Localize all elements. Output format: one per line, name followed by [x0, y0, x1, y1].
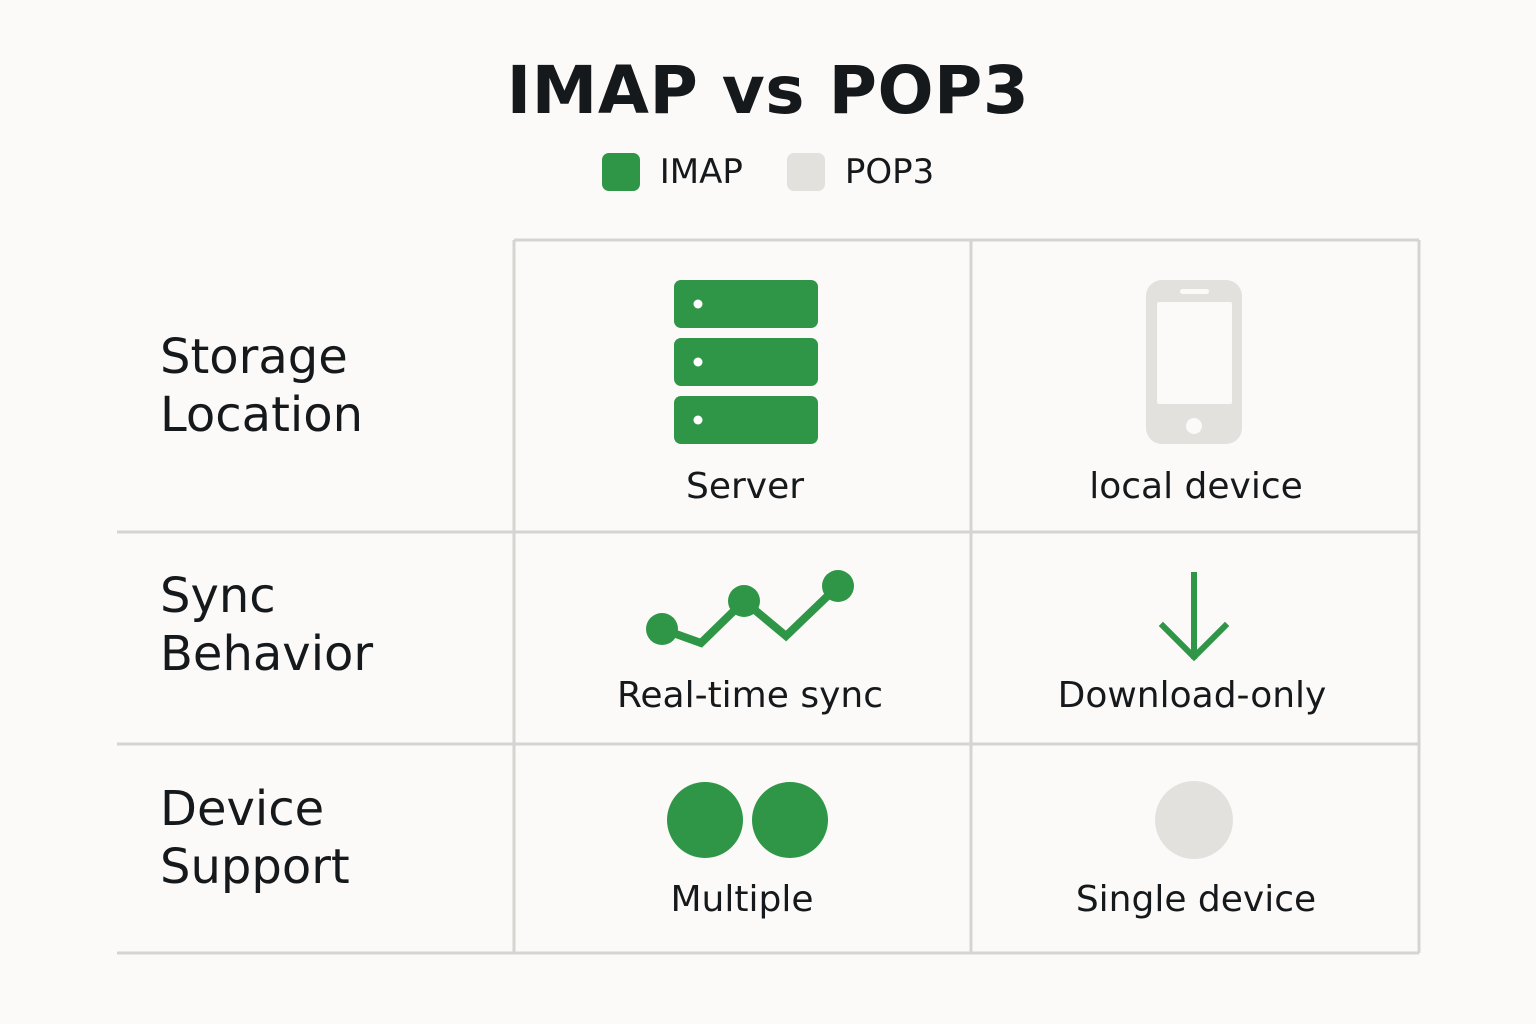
server-icon — [674, 280, 818, 444]
cell-pop3-devices: Single device — [1075, 879, 1317, 920]
legend: IMAP POP3 — [0, 152, 1536, 192]
cell-imap-devices: Multiple — [670, 879, 814, 920]
page-title: IMAP vs POP3 — [506, 52, 1030, 129]
sync-line-icon — [646, 570, 854, 648]
cell-imap-storage: Server — [685, 466, 805, 507]
legend-item-pop3: POP3 — [786, 152, 935, 192]
row-label-line: Support — [160, 839, 350, 895]
row-label-line: Sync — [160, 568, 276, 624]
legend-item-imap: IMAP — [601, 152, 743, 192]
row-label-sync-behavior: Sync Behavior — [160, 567, 373, 683]
row-label-storage-location: Storage Location — [160, 328, 363, 444]
row-label-line: Location — [160, 387, 364, 443]
download-arrow-icon — [1158, 572, 1230, 662]
legend-swatch-pop3 — [786, 153, 825, 191]
single-circle-icon — [1155, 781, 1233, 859]
legend-swatch-imap — [601, 153, 640, 191]
phone-icon — [1146, 280, 1242, 444]
two-circles-icon — [667, 782, 828, 858]
cell-imap-sync: Real-time sync — [616, 675, 884, 716]
row-label-line: Device — [160, 781, 325, 837]
row-label-line: Storage — [160, 329, 348, 385]
row-label-line: Behavior — [160, 626, 374, 682]
cell-pop3-storage: local device — [1089, 466, 1303, 507]
row-label-device-support: Device Support — [160, 780, 350, 896]
legend-label-imap: IMAP — [659, 152, 743, 192]
cell-pop3-sync: Download-only — [1057, 675, 1327, 716]
legend-label-pop3: POP3 — [844, 152, 935, 192]
